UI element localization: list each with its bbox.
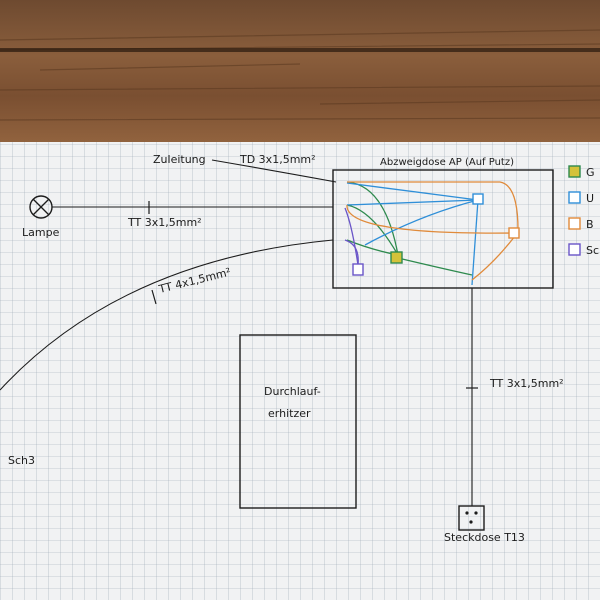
terminal-orange [508, 227, 520, 239]
wood-grain [0, 29, 600, 121]
tt-socket-label: TT 3x1,5mm² [489, 377, 564, 390]
legend-label: U [586, 192, 594, 205]
wood-plank-gap [0, 48, 600, 52]
legend-swatch [568, 243, 581, 256]
socket-label: Steckdose T13 [444, 531, 525, 544]
junction-box-title: Abzweigdose AP (Auf Putz) [380, 157, 514, 168]
sch3-label: Sch3 [8, 454, 35, 467]
switch-cable-tick [151, 289, 157, 305]
legend-label: B [586, 218, 594, 231]
terminal-purple [352, 263, 364, 276]
legend-label: G [586, 166, 595, 179]
legend-swatch [568, 165, 581, 178]
lamp-label: Lampe [22, 226, 60, 239]
color-legend: GUB Sc [568, 165, 599, 257]
tt-lamp-label: TT 3x1,5mm² [127, 216, 202, 229]
wood-table [0, 0, 600, 160]
legend-label: Sc [586, 244, 599, 257]
socket-pin [469, 520, 473, 524]
terminal-yellow [390, 251, 403, 264]
water-heater-label: Durchlauf- [264, 385, 321, 398]
legend-swatch [568, 217, 581, 230]
water-heater-box [239, 334, 357, 509]
zuleitung-label: Zuleitung [153, 153, 206, 166]
legend-swatch [568, 191, 581, 204]
switch-cable [0, 239, 334, 391]
grid-lines [0, 142, 600, 600]
socket-pin [465, 511, 469, 515]
socket-symbol [458, 505, 485, 531]
socket-pin [474, 511, 478, 515]
junction-box [332, 169, 554, 289]
terminal-blue [472, 193, 484, 205]
td-cable-label: TD 3x1,5mm² [239, 153, 316, 166]
supply-cable [211, 159, 337, 183]
water-heater-label: erhitzer [268, 407, 311, 420]
